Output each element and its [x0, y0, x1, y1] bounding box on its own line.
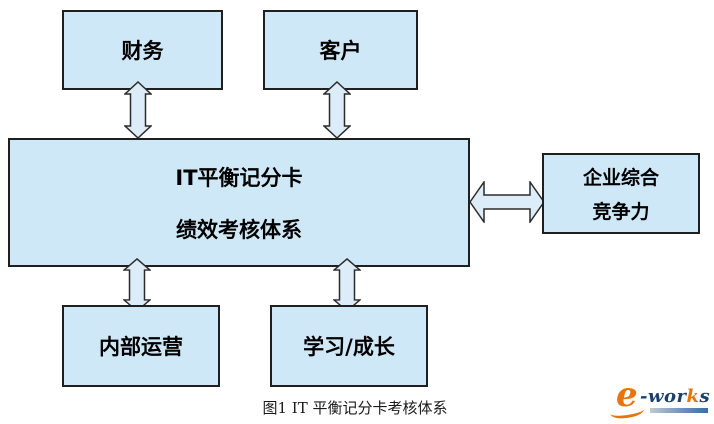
arrow-finance-center: [124, 81, 152, 139]
eworks-logo-wordmark: -works: [640, 386, 710, 407]
figure-caption: 图1 IT 平衡记分卡考核体系: [262, 399, 448, 417]
box-competitiveness-line1: 企业综合: [582, 167, 659, 189]
box-operations-label: 内部运营: [99, 335, 183, 359]
box-competitiveness: 企业综合 竞争力: [542, 153, 700, 234]
eworks-logo-wor: -wor: [640, 386, 687, 407]
box-finance: 财务: [62, 10, 223, 90]
box-center: IT平衡记分卡 绩效考核体系: [8, 138, 470, 267]
arrow-center-competitiveness: [469, 181, 545, 223]
eworks-logo-k: k: [686, 386, 700, 407]
box-learning-label: 学习/成长: [303, 335, 395, 359]
box-center-line2: 绩效考核体系: [176, 217, 302, 242]
box-competitiveness-line2: 竞争力: [592, 201, 650, 223]
box-learning: 学习/成长: [270, 305, 428, 387]
arrow-customer-center: [323, 81, 351, 139]
eworks-logo-e: e: [616, 375, 638, 415]
eworks-logo-s: s: [699, 386, 711, 407]
eworks-logo-underline-bar: [650, 408, 708, 413]
eworks-logo: e -works: [609, 375, 710, 421]
box-finance-label: 财务: [121, 39, 164, 63]
box-customer: 客户: [263, 10, 418, 90]
box-center-line1: IT平衡记分卡: [175, 165, 303, 190]
arrow-center-learning: [333, 258, 361, 312]
box-operations: 内部运营: [62, 305, 220, 387]
box-customer-label: 客户: [319, 39, 362, 63]
arrow-center-operations: [123, 258, 151, 312]
